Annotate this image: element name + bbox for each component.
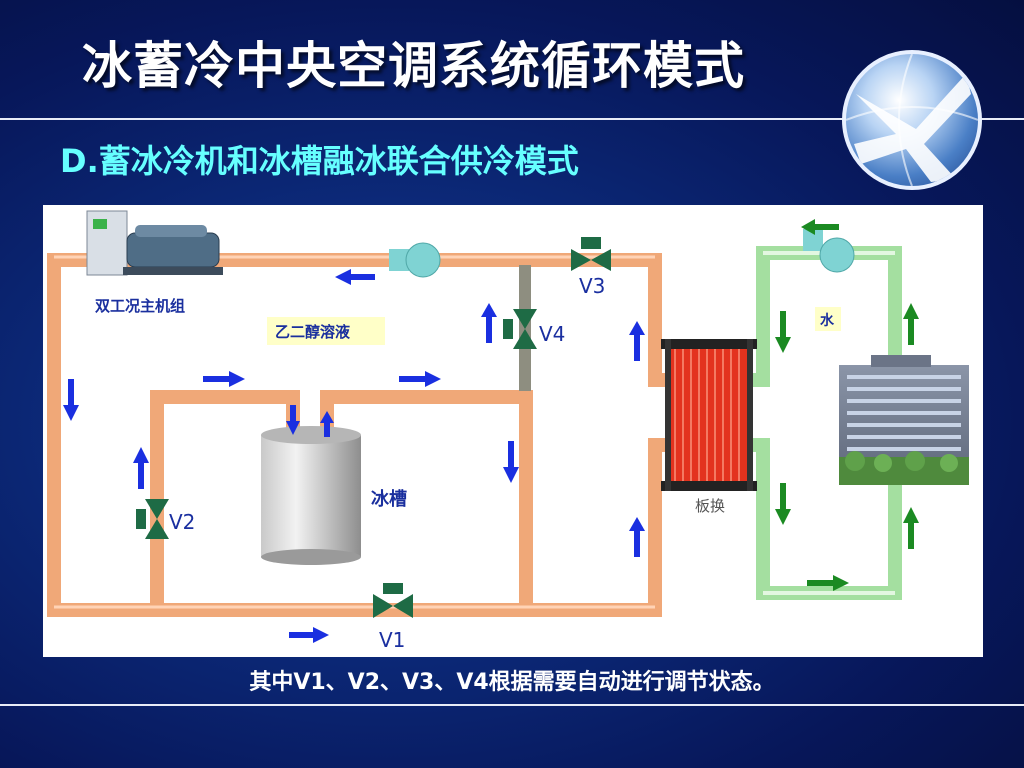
flow-arrow-up-tank-out	[320, 411, 334, 437]
flow-arrow-up-hx-bottom	[629, 517, 645, 557]
heat-exchanger-label: 板换	[695, 497, 725, 515]
water-pump-icon	[803, 229, 855, 273]
valve-v3-label: V3	[579, 274, 605, 298]
chiller-label: 双工况主机组	[95, 297, 185, 315]
chiller-unit-icon	[86, 210, 223, 276]
water-label: 水	[820, 312, 835, 329]
valve-v1-icon	[373, 583, 413, 618]
water-arrow-right-bottom	[807, 575, 849, 591]
flow-arrow-right-2	[399, 371, 441, 387]
ice-tank-icon	[261, 426, 361, 565]
glycol-label-tag: 乙二醇溶液	[267, 317, 385, 345]
ice-tank-label: 冰槽	[371, 488, 407, 510]
system-diagram: 双工况主机组 乙二醇溶液 冰槽	[43, 205, 983, 657]
glycol-label: 乙二醇溶液	[275, 323, 351, 341]
building-icon	[839, 355, 969, 485]
valve-control-note: 其中V1、V2、V3、V4根据需要自动进行调节状态。	[249, 670, 775, 695]
slide-title: 冰蓄冷中央空调系统循环模式	[82, 37, 745, 95]
glycol-return-pipe	[47, 253, 690, 617]
valve-v3-icon	[571, 237, 611, 271]
globe-logo	[842, 50, 982, 190]
top-divider	[0, 118, 1024, 120]
flow-arrow-up-hx-top	[629, 321, 645, 361]
plate-heat-exchanger-icon	[661, 339, 757, 491]
flow-arrow-up-v4	[481, 303, 497, 343]
bottom-divider	[0, 704, 1024, 706]
flow-arrow-right-1	[203, 371, 245, 387]
flow-arrow-down-right-branch	[503, 441, 519, 483]
slide-subtitle: D.蓄冰冷机和冰槽融冰联合供冷模式	[60, 142, 579, 180]
water-arrow-down-left-top	[775, 311, 791, 353]
glycol-pump-icon	[389, 242, 441, 278]
circulation-diagram-svg: 双工况主机组 乙二醇溶液 冰槽	[47, 210, 969, 652]
water-label-tag: 水	[815, 307, 841, 331]
valve-v2-icon	[136, 499, 169, 539]
glycol-flow-arrows	[63, 269, 645, 643]
water-arrow-up-right-top	[903, 303, 919, 345]
valve-v4-label: V4	[539, 322, 565, 346]
flow-arrow-left-top	[335, 269, 375, 285]
flow-arrow-down-left	[63, 379, 79, 421]
valve-v1-label: V1	[379, 628, 405, 652]
flow-arrow-right-bottom	[289, 627, 329, 643]
valve-v4-icon	[503, 309, 537, 349]
flow-arrow-up-v2	[133, 447, 149, 489]
flow-arrow-down-tank-in	[286, 405, 300, 435]
valve-v2-label: V2	[169, 510, 195, 534]
water-arrow-up-right-bottom	[903, 507, 919, 549]
water-arrow-down-left-bottom	[775, 483, 791, 525]
water-flow-arrows	[775, 219, 919, 591]
water-arrow-left-top	[801, 219, 839, 235]
